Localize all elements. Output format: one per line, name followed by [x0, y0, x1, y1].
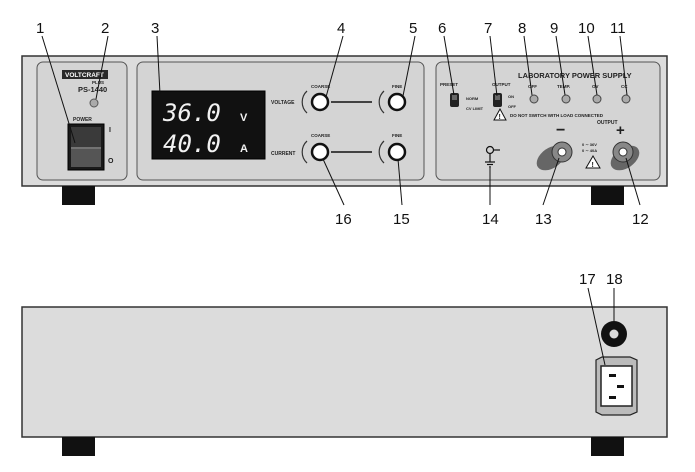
negative-output-terminal[interactable]: [532, 141, 573, 176]
output-toggle[interactable]: [493, 93, 502, 107]
power-on-mark: I: [109, 127, 111, 134]
caution-icon: !: [585, 155, 601, 169]
callout-12: 12: [632, 211, 649, 228]
display-current: 40.0: [163, 130, 221, 158]
power-led: [89, 98, 99, 108]
warning-icon: !: [493, 107, 507, 121]
preset-toggle[interactable]: [450, 93, 459, 107]
output-rating-current: 0 ∼ 40A: [582, 148, 597, 153]
ground-terminal-icon[interactable]: [485, 145, 500, 168]
fuse-holder[interactable]: [601, 321, 627, 347]
voltage-fine-bracket: [378, 90, 385, 114]
current-coarse-label: COARSE: [311, 133, 330, 138]
positive-output-terminal[interactable]: [606, 141, 644, 176]
minus-sign: −: [556, 122, 565, 139]
cv-limit-label: CV LIMIT: [466, 106, 484, 111]
callout-4: 4: [337, 20, 345, 37]
led-temp: [561, 94, 571, 104]
callout-numbers: 1 2 3 4 5 6 7 8 9 10 11 12 13 14 15 16 1…: [36, 20, 649, 288]
led-off: [529, 94, 539, 104]
model-label: PS-1440: [78, 85, 107, 94]
voltage-coarse-label: COARSE: [311, 84, 330, 89]
callout-7: 7: [484, 20, 492, 37]
callout-13: 13: [535, 211, 552, 228]
front-panel: VOLTCRAFT PLUS PS-1440 POWER I O 36.0 V …: [21, 55, 668, 205]
voltage-coarse-knob[interactable]: [310, 92, 330, 112]
front-foot-right: [591, 186, 624, 205]
voltage-label: VOLTAGE: [271, 100, 295, 106]
current-fine-label: FINE: [392, 133, 402, 138]
current-coarse-knob[interactable]: [310, 142, 330, 162]
power-label: POWER: [73, 117, 92, 123]
norm-label: NORM: [466, 96, 479, 101]
output-title: OUTPUT: [597, 120, 618, 126]
voltage-fine-label: FINE: [392, 84, 402, 89]
plus-sign: +: [616, 122, 625, 139]
brand-sub: PLUS: [92, 80, 104, 85]
warning-text: DO NOT SWITCH WITH LOAD CONNECTED: [510, 113, 604, 118]
display-current-unit: A: [240, 143, 248, 155]
callout-6: 6: [438, 20, 446, 37]
callout-14: 14: [482, 211, 499, 228]
callout-8: 8: [518, 20, 526, 37]
output-off-label: OFF: [508, 104, 517, 109]
back-foot-right: [591, 437, 624, 456]
output-on-label: ON: [508, 94, 514, 99]
output-section: [435, 61, 661, 181]
callout-17: 17: [579, 271, 596, 288]
current-coarse-bracket: [301, 140, 308, 164]
display-voltage-unit: V: [240, 112, 248, 124]
callout-10: 10: [578, 20, 595, 37]
display-voltage: 36.0: [162, 99, 221, 127]
callout-2: 2: [101, 20, 109, 37]
preset-label: PRESET: [440, 82, 458, 87]
callout-1: 1: [36, 20, 44, 37]
current-label: CURRENT: [271, 151, 295, 157]
mains-socket[interactable]: [595, 356, 638, 416]
callout-11: 11: [610, 20, 626, 37]
svg-text:!: !: [592, 162, 594, 169]
callout-lines: [41, 35, 641, 366]
callout-9: 9: [550, 20, 558, 37]
front-foot-left: [62, 186, 95, 205]
current-fine-bracket: [378, 140, 385, 164]
lcd-display: [151, 90, 266, 160]
svg-text:!: !: [499, 114, 501, 121]
back-foot-left: [62, 437, 95, 456]
callout-18: 18: [606, 271, 623, 288]
brand-text: VOLTCRAFT: [65, 72, 104, 79]
callout-3: 3: [151, 20, 159, 37]
led-ov: [592, 94, 602, 104]
back-panel: [21, 306, 668, 456]
voltage-fine-knob[interactable]: [387, 92, 407, 112]
led-cc: [621, 94, 631, 104]
product-title: LABORATORY POWER SUPPLY: [518, 71, 632, 80]
brand-badge: [62, 70, 108, 79]
current-fine-knob[interactable]: [387, 142, 407, 162]
callout-16: 16: [335, 211, 352, 228]
voltage-coarse-bracket: [301, 90, 308, 114]
power-switch[interactable]: [67, 123, 105, 171]
output-switch-label: OUTPUT: [492, 82, 511, 87]
output-rating-voltage: 0 ∼ 36V: [582, 142, 597, 147]
led-off-label: OFF: [528, 84, 537, 89]
power-off-mark: O: [108, 158, 114, 165]
callout-15: 15: [393, 211, 410, 228]
led-cc-label: CC: [621, 84, 628, 89]
callout-5: 5: [409, 20, 417, 37]
